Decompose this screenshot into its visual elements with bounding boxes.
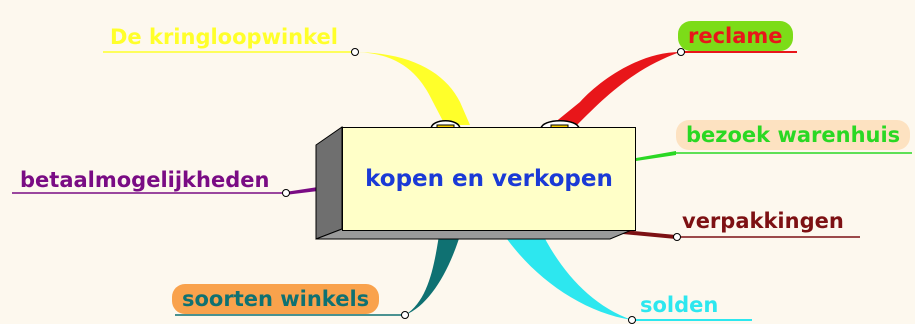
central-topic: kopen en verkopen [342,127,636,231]
branch-ribbon [636,151,676,161]
connector-dot [282,189,290,197]
branch-ribbon [352,52,470,125]
branch-label-soorten-winkels: soorten winkels [172,284,380,314]
connector-dot [673,233,681,241]
branch-label-solden: solden [640,293,719,317]
branch-solden [500,229,752,324]
connector-dot [351,48,359,56]
connector-dot [628,316,636,324]
connector-dot [401,311,409,319]
connector-dot [677,48,685,56]
center-box-3d [315,126,635,240]
branch-ribbon [548,52,680,128]
branch-bezoek-warenhuis [636,151,912,161]
branch-kringloopwinkel [103,48,470,125]
branch-label-bezoek-warenhuis: bezoek warenhuis [676,120,911,150]
branch-ribbon [285,187,318,195]
branch-label-kringloopwinkel: De kringloopwinkel [110,25,338,49]
box-left-side [315,126,343,240]
central-topic-label: kopen en verkopen [365,166,613,192]
branch-reclame [548,48,797,128]
branch-betaalmogelijkheden [12,187,318,197]
branch-label-verpakkingen: verpakkingen [682,209,844,233]
branch-soorten-winkels [175,229,462,319]
branch-label-reclame: reclame [678,21,793,51]
branch-ribbon [405,229,462,315]
branch-label-betaalmogelijkheden: betaalmogelijkheden [20,168,270,192]
branch-ribbon [500,229,632,320]
